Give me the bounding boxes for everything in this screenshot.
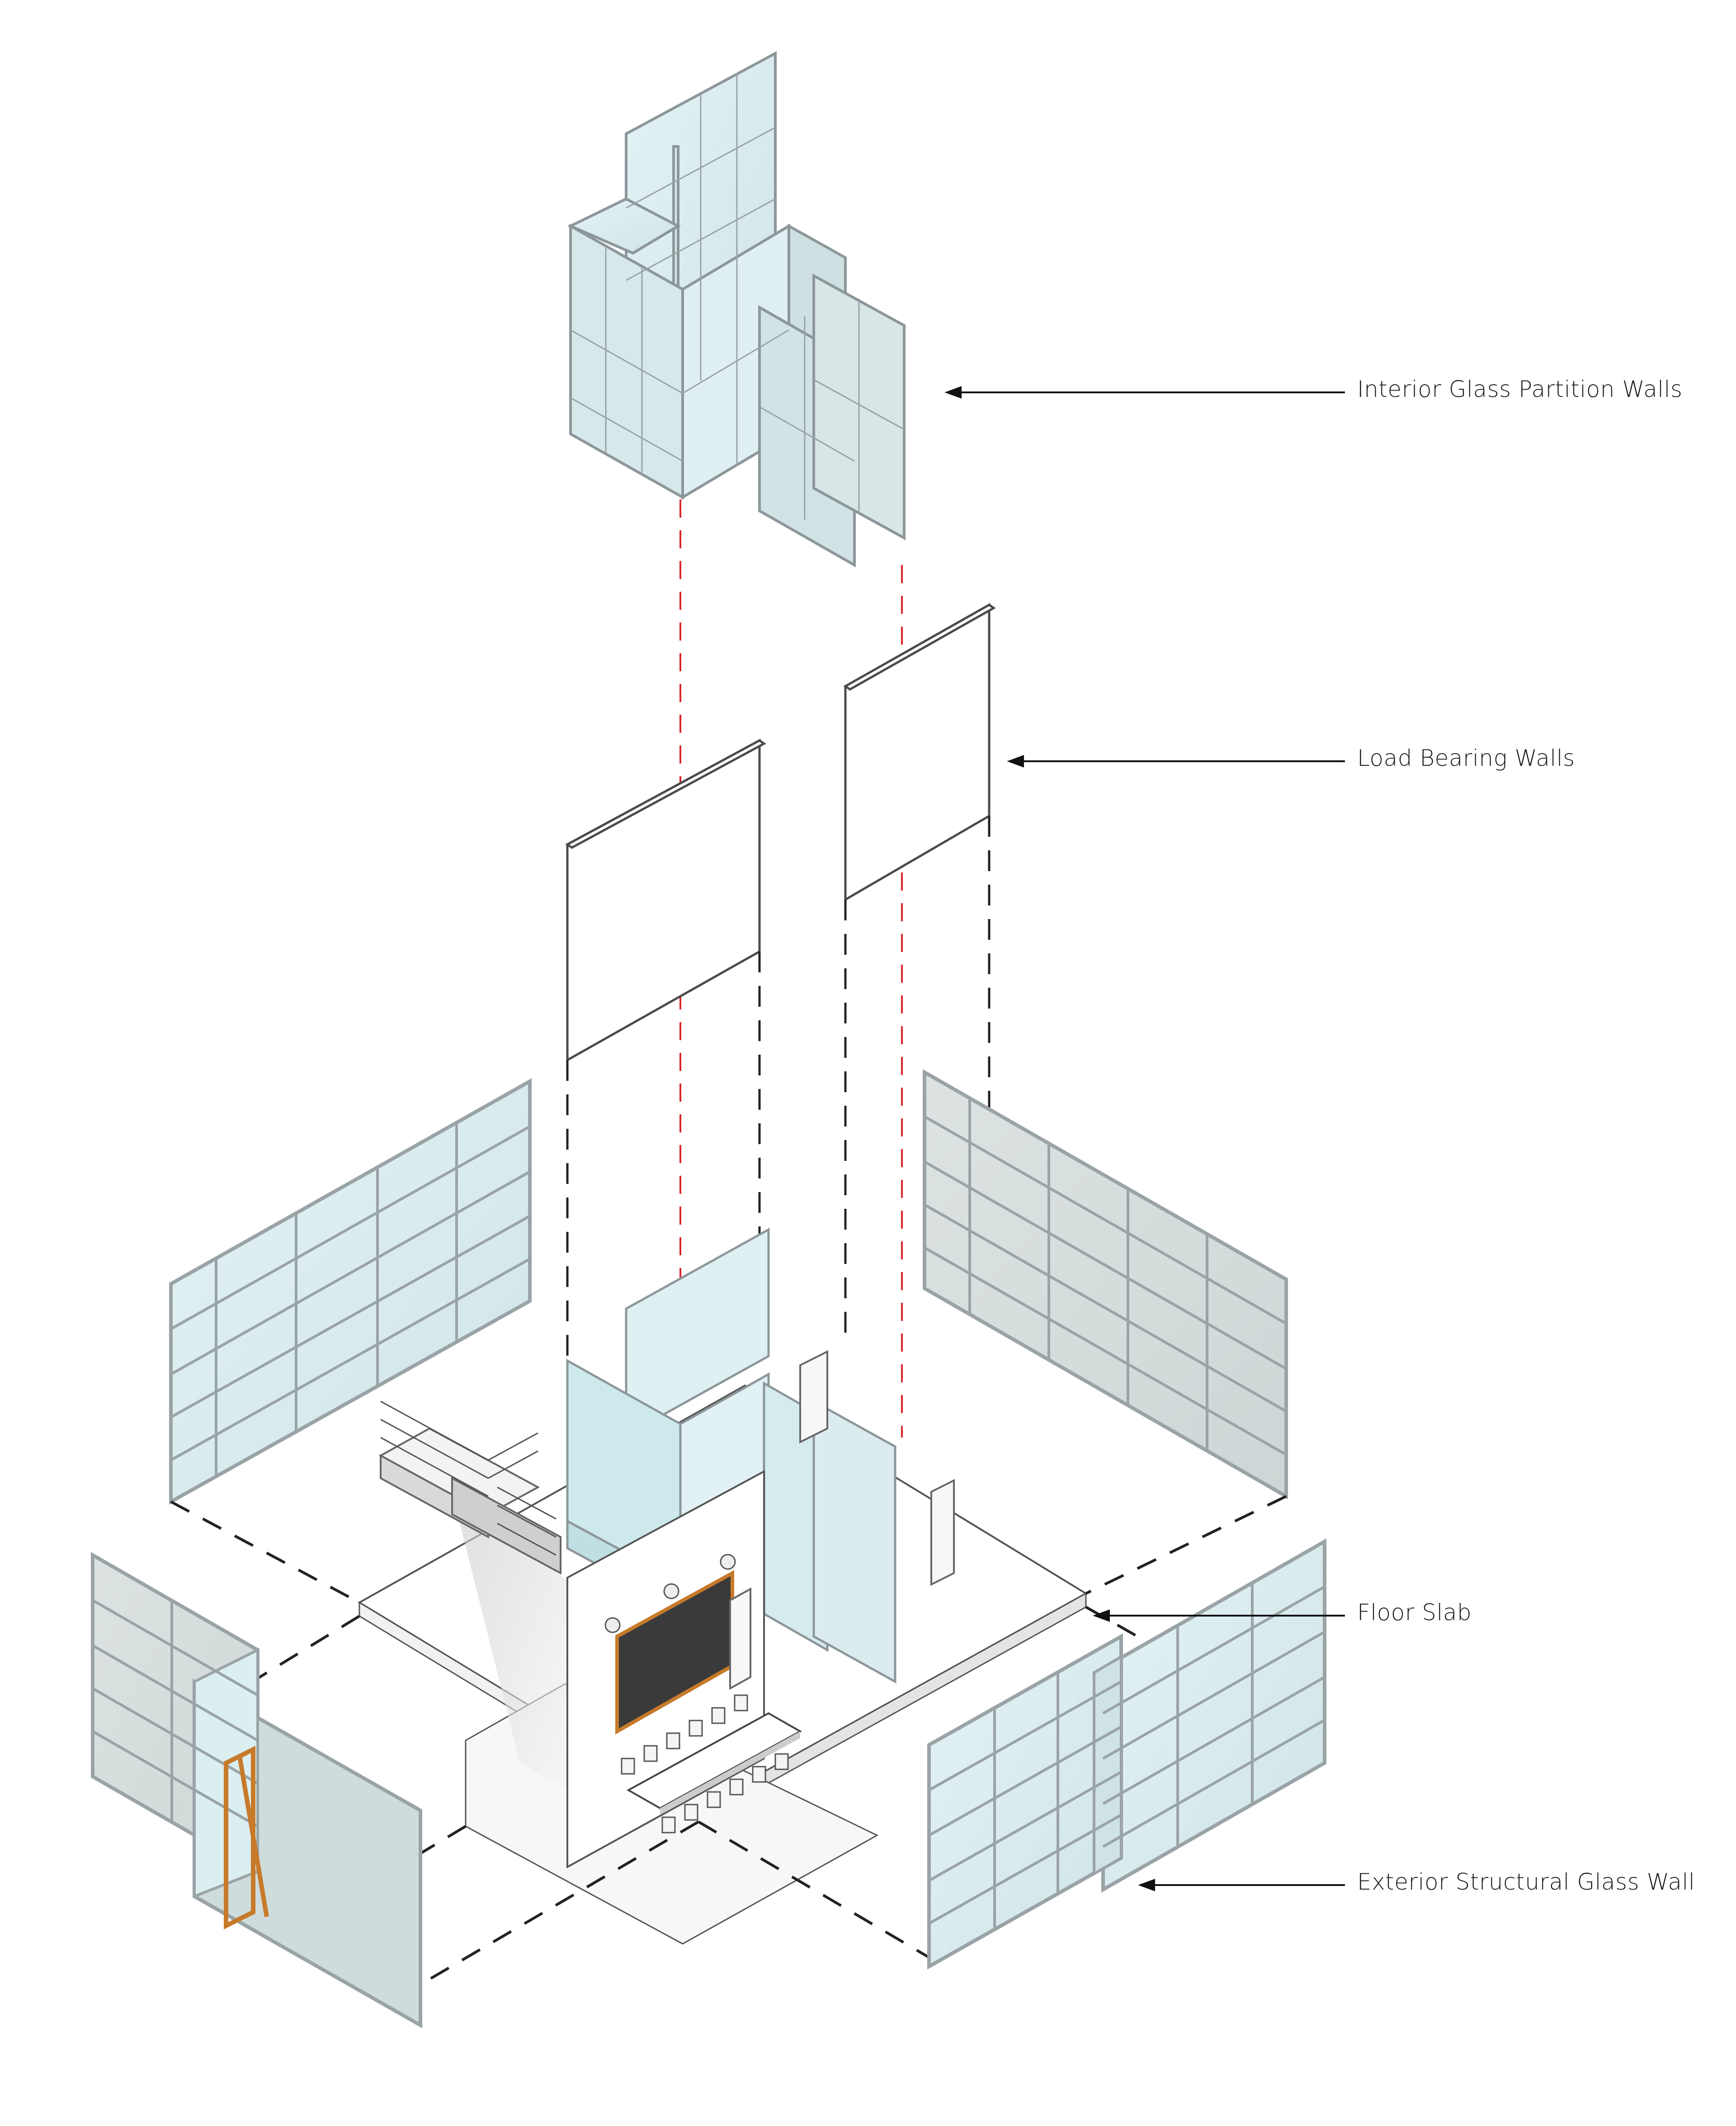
leader-lines — [944, 386, 1345, 1891]
interior-doors — [729, 1350, 955, 1690]
load-bearing-wall-right-top — [843, 603, 996, 691]
wall-light-2 — [663, 1583, 679, 1599]
exterior-glass-wall-front-left — [91, 1552, 422, 2028]
entry-door — [224, 1745, 269, 1930]
arrowhead-exterior — [1138, 1879, 1155, 1891]
conference-table — [626, 1712, 802, 1815]
partition-mullions — [570, 73, 905, 520]
arrowhead-slab — [1093, 1609, 1110, 1622]
label-exterior-structural-glass-wall: Exterior Structural Glass Wall — [1357, 1869, 1695, 1895]
load-bearing-wall-left-top — [565, 739, 766, 849]
partition-panel-front-top — [567, 197, 681, 255]
arrowhead-partition — [944, 386, 962, 399]
label-floor-slab: Floor Slab — [1357, 1599, 1472, 1626]
conference-chairs — [621, 1694, 789, 1834]
label-interior-glass-partition-walls: Interior Glass Partition Walls — [1357, 376, 1683, 402]
load-bearing-wall-left — [566, 738, 761, 1062]
label-load-bearing-walls: Load Bearing Walls — [1357, 745, 1575, 771]
wall-light-3 — [720, 1554, 736, 1570]
stair-rails — [380, 1400, 557, 1556]
exterior-glass-wall-front-right — [927, 1538, 1326, 1970]
exterior-glass-wall-back-right — [923, 1069, 1288, 1499]
wall-light-1 — [604, 1617, 621, 1633]
exterior-glass-wall-back-left — [169, 1078, 532, 1505]
load-bearing-walls — [565, 603, 996, 1062]
black-projection-lines — [566, 816, 991, 1365]
arrowhead-load — [1007, 755, 1024, 768]
floor-shadow — [452, 1492, 570, 1790]
